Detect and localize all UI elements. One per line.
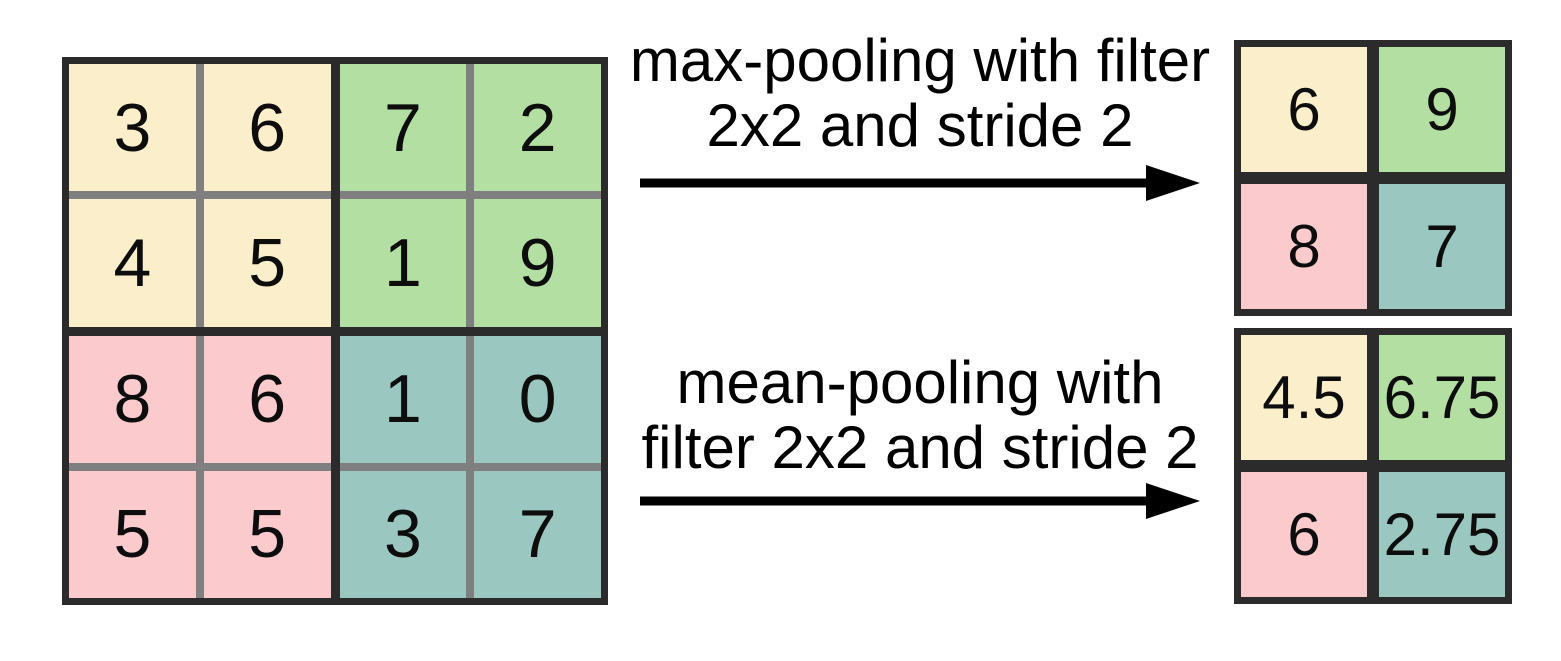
mean-pooling-label-line1: mean-pooling with — [676, 349, 1164, 416]
input-cell-0-0: 3 — [69, 64, 196, 192]
max-pooling-label-line2: 2x2 and stride 2 — [706, 92, 1134, 159]
max-pool-cell-0-0: 6 — [1241, 47, 1367, 172]
mean-pool-cell-1-0: 6 — [1241, 472, 1367, 597]
mean-pool-cell-0-0: 4.5 — [1241, 335, 1367, 460]
mean-pooling-label: mean-pooling with filter 2x2 and stride … — [610, 350, 1230, 480]
input-cell-2-0: 8 — [69, 335, 196, 463]
input-cell-2-2: 1 — [339, 335, 467, 463]
max-pooling-label: max-pooling with filter 2x2 and stride 2 — [610, 28, 1230, 158]
max-pooling-arrow-icon — [640, 165, 1200, 201]
mean-pool-output-matrix: 4.5 6.75 6 2.75 — [1234, 328, 1512, 604]
input-cell-0-1: 6 — [203, 64, 331, 192]
input-cell-2-3: 0 — [474, 335, 601, 463]
mean-pool-cell-0-1: 6.75 — [1379, 335, 1505, 460]
max-pool-cell-1-0: 8 — [1241, 184, 1367, 309]
input-cell-3-2: 3 — [339, 470, 467, 598]
input-quadrant-top-left: 3 6 4 5 — [69, 64, 331, 327]
max-pool-output-matrix: 6 9 8 7 — [1234, 40, 1512, 316]
input-cell-1-0: 4 — [69, 199, 196, 327]
input-matrix: 3 6 4 5 7 2 1 9 8 6 5 5 1 0 3 7 — [62, 57, 608, 605]
input-cell-3-3: 7 — [474, 470, 601, 598]
mean-pooling-label-line2: filter 2x2 and stride 2 — [641, 414, 1199, 481]
input-cell-3-1: 5 — [203, 470, 331, 598]
input-cell-1-3: 9 — [474, 199, 601, 327]
max-pool-cell-1-1: 7 — [1379, 184, 1505, 309]
input-cell-1-2: 1 — [339, 199, 467, 327]
input-quadrant-bottom-left: 8 6 5 5 — [69, 335, 331, 598]
input-quadrant-top-right: 7 2 1 9 — [339, 64, 601, 327]
mean-pooling-arrow-icon — [640, 483, 1200, 519]
input-cell-0-3: 2 — [474, 64, 601, 192]
input-quadrant-bottom-right: 1 0 3 7 — [339, 335, 601, 598]
max-pool-cell-0-1: 9 — [1379, 47, 1505, 172]
mean-pool-cell-1-1: 2.75 — [1379, 472, 1505, 597]
input-cell-3-0: 5 — [69, 470, 196, 598]
input-cell-1-1: 5 — [203, 199, 331, 327]
input-cell-2-1: 6 — [203, 335, 331, 463]
input-cell-0-2: 7 — [339, 64, 467, 192]
max-pooling-label-line1: max-pooling with filter — [629, 27, 1211, 94]
